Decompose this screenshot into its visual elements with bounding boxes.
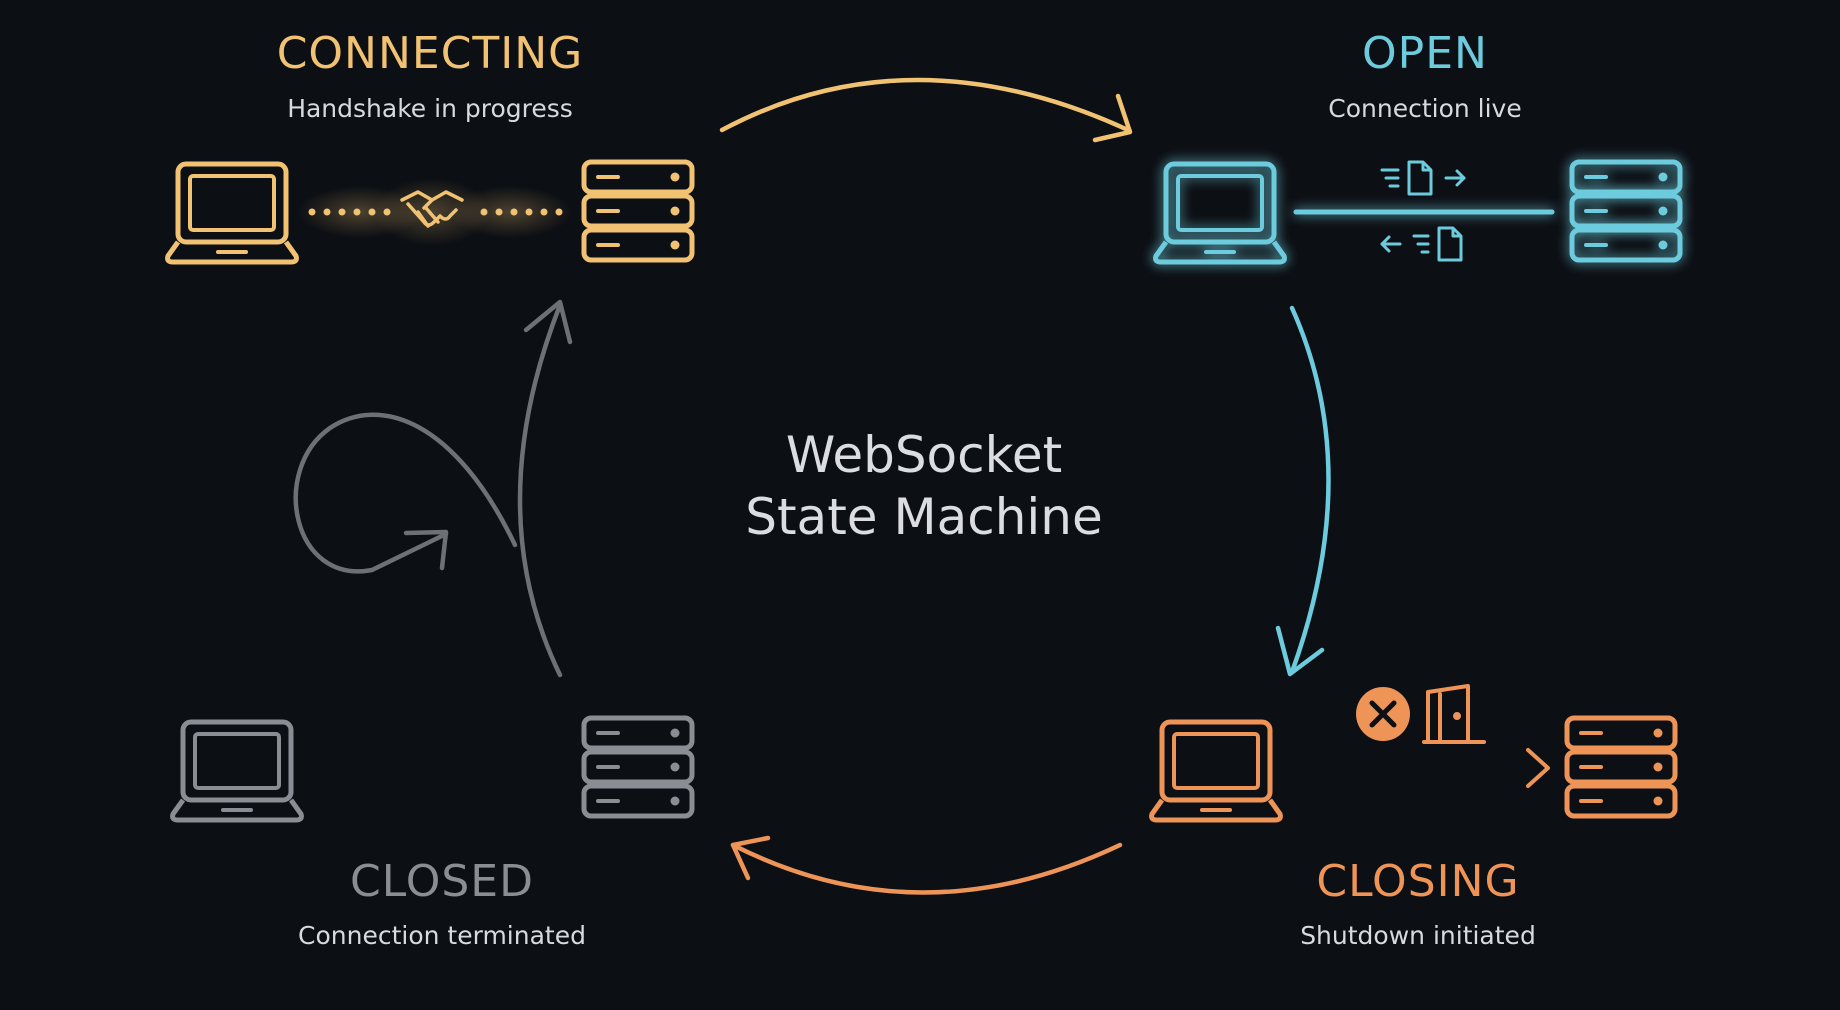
dotted-link-right <box>480 208 563 216</box>
state-connecting-label: CONNECTING <box>277 28 584 79</box>
diagram-title-line1: WebSocket <box>786 426 1062 484</box>
dotted-link-left <box>308 208 391 216</box>
server-icon <box>1567 718 1675 816</box>
state-open: OPEN Connection live <box>1156 28 1680 262</box>
connecting-glow <box>298 178 572 246</box>
state-closed-subtitle: Connection terminated <box>298 921 586 950</box>
transition-closing-to-closed <box>730 835 1123 895</box>
server-icon <box>1572 162 1680 260</box>
laptop-icon <box>173 722 302 820</box>
state-closing: CLOSING Shutdown initiated <box>1152 684 1675 950</box>
transition-open-to-closing <box>1275 305 1331 677</box>
document-icon <box>1407 160 1433 196</box>
message-in-icon <box>1380 234 1430 254</box>
transition-connecting-to-open <box>719 77 1133 143</box>
document-icon <box>1437 226 1463 262</box>
laptop-icon <box>168 164 297 262</box>
state-closed-label: CLOSED <box>350 856 534 907</box>
door-icon <box>1422 684 1486 744</box>
state-closed: CLOSED Connection terminated <box>173 718 692 950</box>
state-connecting-subtitle: Handshake in progress <box>287 94 573 123</box>
state-closing-label: CLOSING <box>1316 856 1519 907</box>
state-open-label: OPEN <box>1362 28 1488 79</box>
state-closing-subtitle: Shutdown initiated <box>1300 921 1536 950</box>
state-open-subtitle: Connection live <box>1328 94 1521 123</box>
laptop-icon <box>1156 164 1285 262</box>
server-icon <box>584 718 692 816</box>
server-icon <box>584 162 692 260</box>
handshake-icon <box>400 190 464 228</box>
laptop-icon <box>1152 722 1281 820</box>
transition-closed-to-connecting <box>293 299 573 678</box>
close-x-icon <box>1356 687 1410 741</box>
state-connecting: CONNECTING Handshake in progress <box>168 28 692 262</box>
diagram-title-line2: State Machine <box>745 488 1103 546</box>
closing-arrow-head <box>1526 748 1550 788</box>
message-out-icon <box>1380 168 1466 188</box>
